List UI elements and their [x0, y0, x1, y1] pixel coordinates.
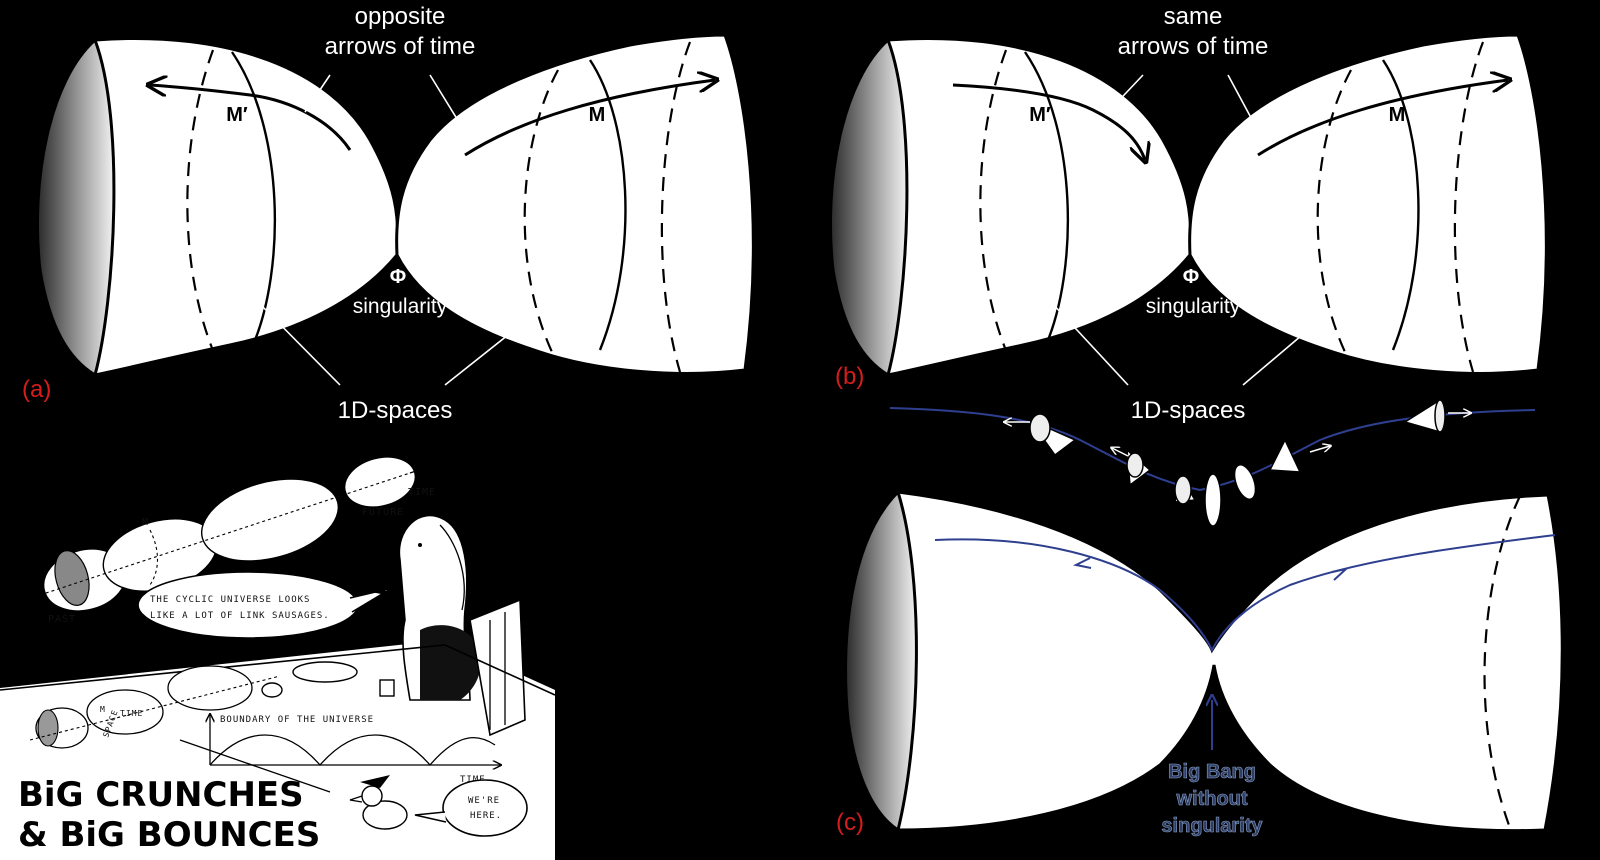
cartoon-m: M: [142, 517, 149, 528]
panel-tag-c: (c): [836, 809, 864, 836]
time-arrow-left-b: [952, 83, 1145, 160]
light-cone-7: [1403, 398, 1470, 433]
leader-spaces-b-2: [1242, 257, 1394, 386]
leader-arrows-a-1: [304, 74, 331, 113]
m-label-b: M: [1389, 104, 1406, 126]
cartoon-illustration: TIME FUTURE PAST M THE CYCLIC UNIVERSE L…: [0, 456, 556, 860]
cartoon-title-line2: & BiG BOUNCES: [18, 815, 320, 855]
table-drawing: [0, 644, 556, 793]
leader-arrows-a-2: [429, 74, 471, 141]
leader-arrows-b-2: [1227, 74, 1264, 141]
singularity-label-b: singularity: [1146, 295, 1241, 318]
light-cone-5: [1233, 464, 1257, 500]
arrows-label-line1-b: same: [1164, 3, 1223, 30]
bang-trajectory-arrow-right: [1331, 567, 1350, 581]
arrows-label-line2-a: arrows of time: [325, 33, 476, 60]
girl-figure: [354, 514, 526, 737]
leader-spaces-a-1: [257, 301, 341, 386]
bang-trajectory-arrow-left: [1072, 557, 1092, 569]
speech-line1: THE CYCLIC UNIVERSE LOOKS: [150, 595, 310, 605]
speech-line2: LIKE A LOT OF LINK SAUSAGES.: [150, 611, 330, 621]
arrows-label-line2-b: arrows of time: [1118, 33, 1269, 60]
sausage-chain: [39, 456, 425, 612]
universe-shape-c: [844, 489, 1564, 833]
table-m: M: [100, 705, 106, 714]
light-cone-1: [1005, 413, 1077, 457]
bird-speech-bubble: [414, 779, 528, 837]
time-arrow-right-a: [464, 80, 715, 157]
universe-shape-left-a: [36, 36, 400, 378]
bang-label-line2: without: [1175, 788, 1247, 810]
spaces-label-b: 1D-spaces: [1131, 397, 1246, 424]
bang-label-line1: Big Bang: [1168, 761, 1256, 783]
light-cone-6: [1268, 438, 1330, 473]
light-cone-trajectory: [889, 398, 1536, 527]
panel-a: opposite arrows of time M′ M Φ singulari…: [22, 3, 755, 424]
panel-tag-a: (a): [22, 376, 51, 403]
universe-shape-right-b: [1188, 33, 1548, 375]
axis-time: TIME: [460, 775, 486, 785]
light-cone-2: [1112, 448, 1152, 487]
bang-label-line3: singularity: [1161, 815, 1263, 837]
panel-tag-b: (b): [835, 363, 864, 390]
light-cone-4: [1204, 473, 1222, 527]
bird-speech-line2: HERE.: [470, 811, 502, 821]
time-arrow-right-b: [1257, 80, 1508, 157]
boundary-label: BOUNDARY OF THE UNIVERSE: [220, 715, 374, 725]
table-time: TIME: [120, 709, 143, 718]
light-cone-3: [1174, 472, 1197, 505]
cartoon-time-top: TIME: [408, 487, 436, 498]
leader-arrows-b-1: [1107, 74, 1144, 113]
bird-speech-line1: WE'RE: [468, 796, 500, 806]
m-label-a: M: [589, 104, 606, 126]
phi-label-b: Φ: [1183, 266, 1199, 288]
arrows-label-line1-a: opposite: [355, 3, 446, 30]
bang-trajectory: [934, 534, 1556, 653]
leader-spaces-a-2: [444, 257, 606, 386]
panel-c: Big Bang without singularity (c): [836, 489, 1564, 837]
cartoon-future: FUTURE: [362, 507, 404, 518]
leader-spaces-b-1: [1050, 301, 1129, 386]
spaces-label-a: 1D-spaces: [338, 397, 453, 424]
speech-bubble: [137, 571, 393, 639]
phi-label-a: Φ: [390, 266, 406, 288]
singularity-label-a: singularity: [353, 295, 448, 318]
bird-figure: [349, 775, 408, 830]
time-arrow-left-a: [150, 85, 352, 151]
panel-b: same arrows of time M′ M Φ singularity 1…: [829, 3, 1548, 424]
cartoon-title-line1: BiG CRUNCHES: [18, 775, 304, 815]
m-prime-label-b: M′: [1029, 104, 1051, 126]
universe-shape-right-a: [395, 33, 755, 375]
m-prime-label-a: M′: [226, 104, 248, 126]
cartoon-past: PAST: [48, 614, 76, 625]
